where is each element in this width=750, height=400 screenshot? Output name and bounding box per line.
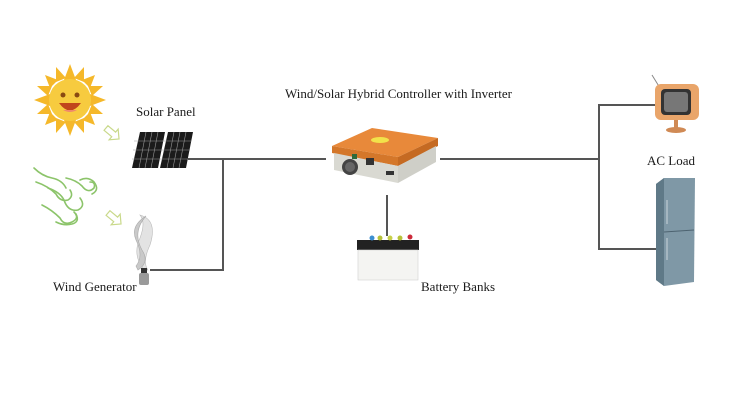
- fridge-icon: [656, 178, 695, 286]
- solar-panel-icon: [132, 131, 193, 169]
- wind-generator-label: Wind Generator: [53, 279, 137, 294]
- wind-turbine-icon: [134, 214, 153, 285]
- controller-label: Wind/Solar Hybrid Controller with Invert…: [285, 86, 512, 101]
- tv-icon: [651, 74, 699, 133]
- controller-icon: [332, 128, 438, 183]
- wind-icon: [33, 167, 98, 226]
- wire-load-bus: [598, 104, 660, 250]
- arrow-icon: [103, 124, 120, 141]
- wires: [150, 104, 660, 271]
- wire-wind-to-junction: [150, 159, 224, 271]
- sun-icon: [34, 64, 106, 136]
- solar-panel-label: Solar Panel: [136, 104, 196, 119]
- battery-label: Battery Banks: [421, 279, 496, 294]
- battery-icon: [357, 234, 419, 281]
- ac-load-label: AC Load: [647, 153, 696, 168]
- arrow-icon: [105, 209, 122, 226]
